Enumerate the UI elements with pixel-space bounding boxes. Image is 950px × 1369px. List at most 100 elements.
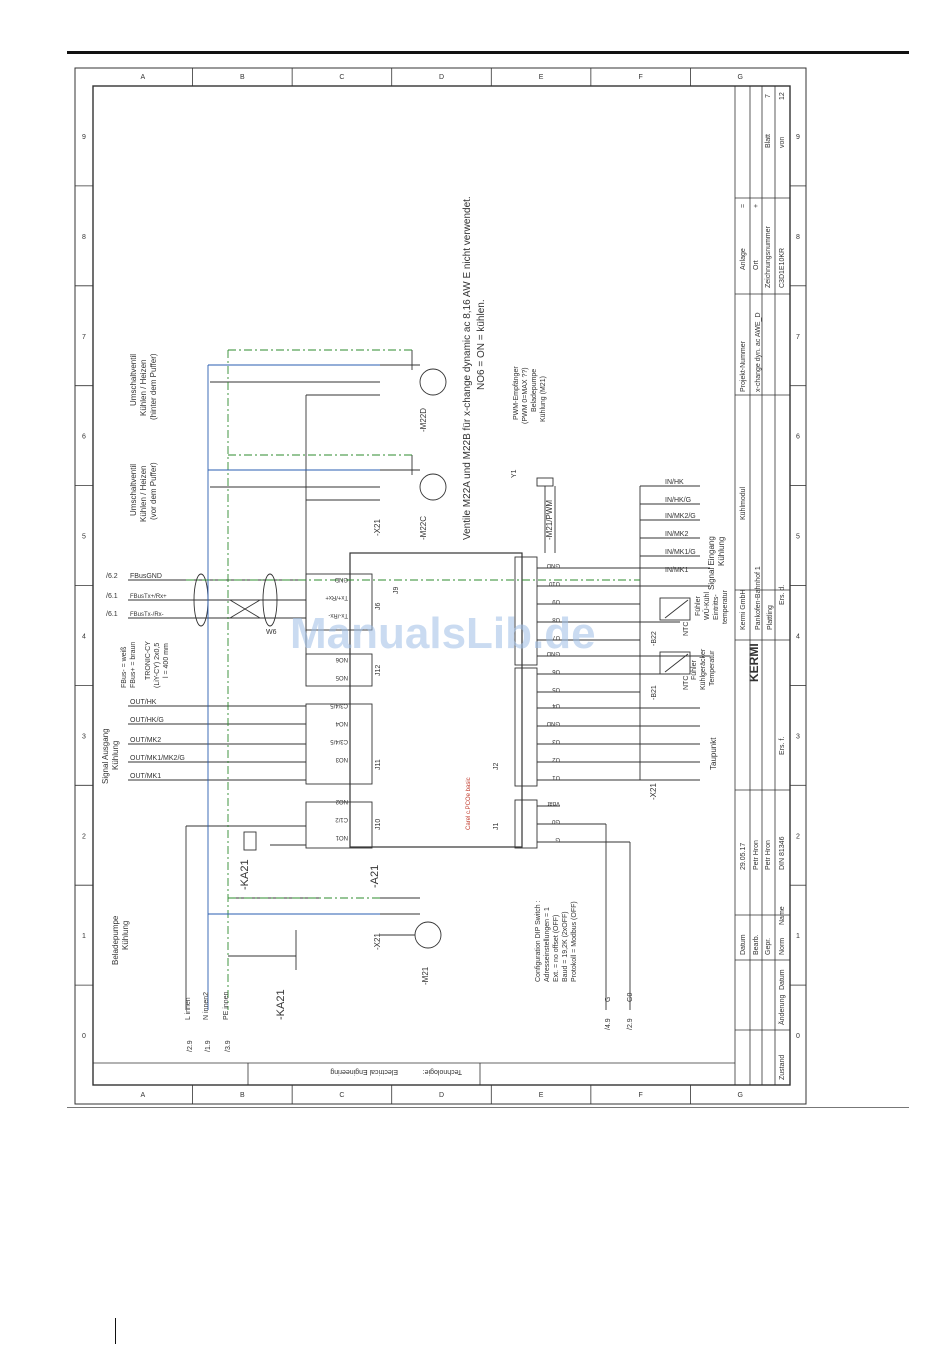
sensor-b22-title-2: WÜ-Kühl [703, 592, 711, 620]
column-letter-bottom-6: G [737, 1092, 742, 1099]
supply-pe: PE innen [223, 991, 230, 1020]
controller-left-terminal-2: Tx-/Rx- [328, 612, 348, 618]
title-block [93, 86, 790, 1085]
row-number-left-3: 6 [82, 434, 86, 441]
controller-model: Carel c.PCOe basic [466, 777, 472, 830]
pump-title-1: Beladepumpe [111, 915, 120, 965]
pwm-name: -M21/PWM [545, 500, 554, 540]
bus-label-gnd: FBusGND [130, 573, 162, 580]
row-number-left-6: 3 [82, 733, 86, 740]
n-line [207, 364, 380, 1010]
controller-right-terminal-7: U5 [552, 686, 560, 692]
row-number-right-6: 3 [796, 733, 800, 740]
signal-out-title-2: Kühlung [111, 741, 120, 770]
controller-left-terminal-9: NO2 [335, 798, 348, 804]
projekt-label: Projekt-Nummer [740, 340, 747, 392]
sensor-b21-title-1: Fühler [691, 659, 698, 680]
controller-right-terminal-13: Vbat [547, 800, 560, 806]
row-number-right-0: 9 [796, 134, 800, 141]
valve-d-name: -M22D [419, 408, 428, 432]
pe-line [186, 349, 640, 1010]
company-1: Kermi GmbH [740, 590, 747, 630]
controller-right-terminal-1: U10 [548, 580, 560, 586]
terminal-strip-1: -X21 [373, 519, 382, 536]
kermi-logo: KERMI [747, 643, 761, 682]
inner-frame [92, 85, 791, 1086]
signal-in-2: IN/HK/G [665, 497, 691, 504]
norm-label: Norm [779, 938, 786, 955]
g0-label: G0 [627, 993, 634, 1002]
controller-connector-j6: J6 [375, 603, 382, 611]
taupunkt-title: Taupunkt [709, 737, 718, 770]
aenderung-label: Änderung [778, 995, 786, 1025]
controller-connector-j10: J10 [375, 819, 382, 830]
heading-note-line2: NO6 = ON = kühlen. [476, 299, 487, 390]
wiring [128, 350, 710, 1010]
valve-c-title-2: Kühlen / Heizen [139, 466, 148, 522]
row-number-right-5: 4 [796, 633, 800, 640]
sensor-b21-type: NTC [683, 676, 690, 690]
row-number-right-8: 1 [796, 933, 800, 940]
supply-n: N innen2 [203, 992, 210, 1020]
name-label: Name [779, 906, 786, 925]
valve-d-title-2: Kühlen / Heizen [139, 360, 148, 416]
bus-ref-3: /6.1 [106, 611, 118, 618]
controller-left-terminals: GNDTx+/Rx+Tx-/Rx-NO6NO5C3/4/5NO4C3/4/5NO… [325, 576, 348, 840]
g-label: G [605, 997, 612, 1002]
column-letter-top-1: B [240, 74, 245, 81]
blatt-value: 7 [765, 94, 772, 98]
controller-right-terminal-14: G0 [551, 818, 560, 824]
sensor-b21-name: -B21 [651, 685, 658, 700]
norm-value: DIN 81346 [779, 836, 786, 870]
dip-line-3: Ext. = no offset (OFF) [553, 915, 560, 982]
controller-right-terminal-6: U6 [552, 668, 560, 674]
bus-shield: W6 [266, 629, 277, 636]
module-name: Kühlmodul [740, 486, 747, 520]
g0-ref: /2.9 [627, 1018, 634, 1030]
valve-d-title-3: (hinter dem Puffer) [149, 353, 158, 420]
controller-right-terminal-8: U4 [552, 702, 560, 708]
row-number-right-2: 7 [796, 334, 800, 341]
column-letter-bottom-0: A [140, 1092, 145, 1099]
controller-left-terminal-1: Tx+/Rx+ [325, 594, 348, 600]
signal-out-1: OUT/HK [130, 699, 157, 706]
row-number-left-4: 5 [82, 534, 86, 541]
column-letter-top-4: E [539, 74, 544, 81]
signal-in-title-2: Kühlung [717, 537, 726, 566]
row-number-left-2: 7 [82, 334, 86, 341]
dip-line-4: Baud = 19,2K (2xOFF) [562, 911, 569, 982]
von-value: 12 [779, 92, 786, 100]
controller-left-terminal-11: NO1 [335, 834, 348, 840]
controller-name: -A21 [369, 865, 381, 888]
column-letter-bottom-2: C [339, 1092, 344, 1099]
column-letter-top-3: D [439, 74, 444, 81]
valve-c-title-1: Umschaltventil [129, 464, 138, 516]
row-number-left-8: 1 [82, 933, 86, 940]
projekt-value: x-change dyn. ac AWE_D [755, 312, 762, 392]
zeichnung-label: Zeichnungsnummer [765, 225, 772, 288]
column-letter-top-0: A [140, 74, 145, 81]
bus-label-txm: FBusTx-/Rx- [130, 612, 164, 618]
signal-out-2: OUT/HK/G [130, 717, 164, 724]
bearb-label: Bearb. [753, 934, 760, 955]
controller-connector-j12: J12 [375, 665, 382, 676]
controller-right-terminal-2: U9 [552, 598, 560, 604]
column-letter-bottom-4: E [539, 1092, 544, 1099]
controller-right-terminal-3: U8 [552, 616, 560, 622]
ort-label: Ort [753, 260, 760, 270]
controller-left-terminal-10: C1/2 [335, 816, 348, 822]
pwm-title-3: Beladepumpe [531, 369, 538, 412]
bus-cable-5: l = 400 mm [163, 643, 170, 678]
controller-right-terminal-15: G [555, 836, 560, 842]
pump-title-2: Kühlung [121, 921, 130, 950]
sensor-b22-title-4: temperatur [722, 589, 729, 624]
watermark: ManualsLib.de [290, 609, 596, 658]
company-3: Plattling [767, 605, 774, 630]
valve-d-title-1: Umschaltventil [129, 354, 138, 406]
row-number-left-5: 4 [82, 633, 86, 640]
terminal-strip-2: -X21 [373, 933, 382, 950]
signal-in-1: IN/HK [665, 479, 684, 486]
